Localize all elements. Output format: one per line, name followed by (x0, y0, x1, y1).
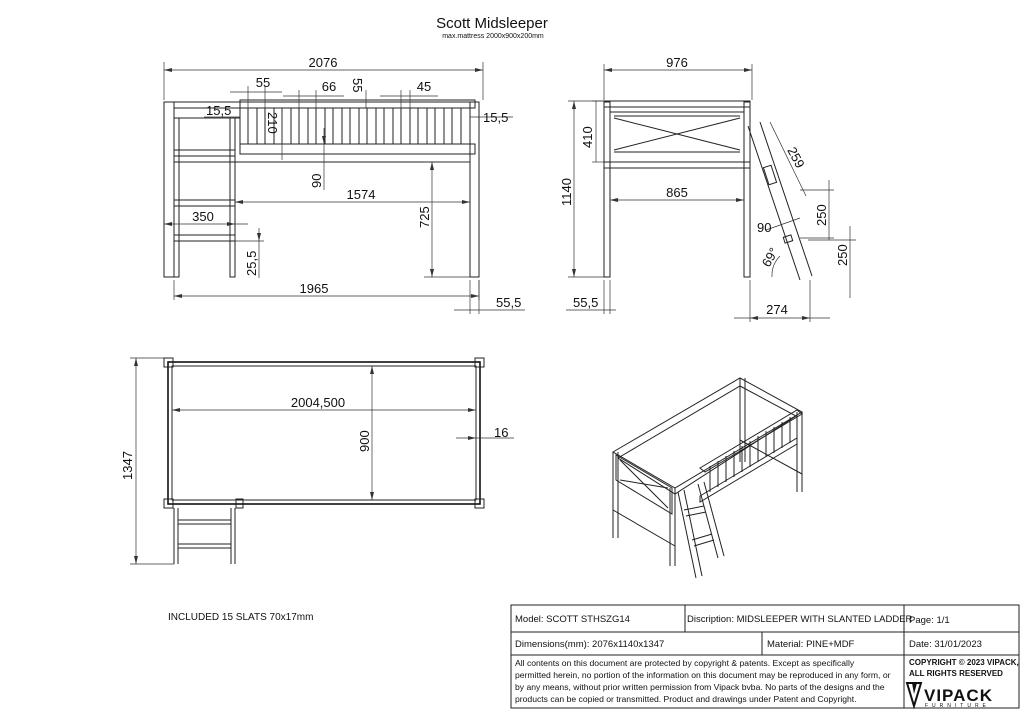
dim-label-1574: 1574 (347, 187, 376, 202)
ladder-rail-left (173, 117, 180, 278)
dim-label-45: 45 (417, 79, 431, 94)
dim-label-55-a: 55 (256, 75, 270, 90)
dim-leg-offset-side: 55,5 (566, 280, 616, 314)
dim-rail-height: 210 (265, 108, 283, 160)
dim-floor-span: 1965 (173, 280, 480, 300)
tb-page: Page: 1/1 (909, 615, 950, 626)
dim-label-66: 66 (322, 79, 336, 94)
tb-material: Material: PINE+MDF (767, 639, 855, 650)
tb-legal-line-1: All contents on this document are protec… (515, 658, 855, 668)
dim-inner-depth: 865 (610, 185, 744, 202)
tb-date: Date: 31/01/2023 (909, 639, 982, 650)
plan-view: 1347 2004,500 900 16 (120, 357, 514, 565)
dim-inner-span: 1574 (235, 187, 470, 204)
dim-label-250-lower: 250 (835, 244, 850, 266)
vipack-logo: VIPACK FURNITURE (905, 682, 993, 709)
dim-mattress-length: 2004,500 (172, 395, 476, 412)
dim-label-15-5-left: 15,5 (206, 103, 231, 118)
dim-label-725: 725 (417, 206, 432, 228)
dim-under-height: 725 (417, 161, 470, 278)
dim-label-55-5-side: 55,5 (573, 295, 598, 310)
dim-label-210: 210 (265, 112, 280, 134)
dim-label-25-5: 25,5 (244, 251, 259, 276)
vipack-logo-subtext: FURNITURE (925, 703, 990, 709)
dim-label-865: 865 (666, 185, 688, 200)
tb-model: Model: SCOTT STHSZG14 (515, 614, 630, 625)
tb-legal-line-4: products can be copied or transmitted. P… (515, 694, 857, 704)
dim-bar-height: 90 (309, 128, 326, 190)
dim-label-15-5-right: 15,5 (483, 110, 508, 125)
tb-legal-line-3: by any means, without prior written perm… (515, 682, 885, 692)
dim-label-410: 410 (580, 126, 595, 148)
front-right-post (469, 101, 480, 278)
dim-slat-gap-2: 66 (283, 79, 344, 108)
dim-label-259: 259 (784, 144, 807, 170)
dim-label-350: 350 (192, 209, 214, 224)
dim-mattress-width: 900 (357, 366, 374, 500)
dim-slat-width: 45 (380, 79, 438, 108)
dim-overall-depth: 976 (603, 55, 753, 100)
tb-dimensions: Dimensions(mm): 2076x1140x1347 (515, 639, 664, 650)
dim-overall-width: 2076 (163, 55, 484, 100)
dim-label-90-front: 90 (309, 174, 324, 188)
tb-legal-line-2: permitted herein, no portion of the info… (515, 670, 891, 680)
drawing-title: Scott Midsleeper (436, 15, 548, 32)
dim-label-274: 274 (766, 302, 788, 317)
dim-step-spacing-upper: 250 (800, 180, 834, 240)
dim-label-55-b: 55 (350, 78, 365, 92)
drawing-subtitle: max.mattress 2000x900x200mm (442, 33, 544, 40)
side-right-post (743, 101, 751, 278)
dim-leg-offset-front: 55,5 (454, 280, 525, 314)
isometric-view (612, 377, 804, 579)
guard-bottom-rail (239, 143, 476, 155)
dim-post-offset: 16 (456, 425, 514, 440)
title-block: Model: SCOTT STHSZG14 Discription: MIDSL… (510, 604, 1020, 709)
side-left-post (603, 101, 611, 278)
dim-label-69-deg: 69° (759, 245, 782, 270)
dim-ladder-angle: 69° (759, 245, 782, 278)
dim-total-length: 1347 (120, 357, 174, 565)
dim-total-height: 1140 (559, 100, 604, 278)
tb-copyright-2: ALL RIGHTS RESERVED (909, 669, 1003, 678)
front-view: 2076 55 66 55 45 1 (163, 55, 525, 314)
dim-label-2004-500: 2004,500 (291, 395, 345, 410)
dim-step-spacing-lower: 250 (808, 226, 856, 298)
dim-rail-offset-right: 15,5 (470, 110, 513, 125)
dim-label-2076: 2076 (309, 55, 338, 70)
side-ladder (747, 121, 813, 281)
dim-ladder-length: 259 (769, 121, 808, 197)
tb-copyright-1: COPYRIGHT © 2023 VIPACK, (909, 658, 1019, 667)
dim-ladder-width: 350 (164, 209, 248, 226)
dim-rail-offset-left: 15,5 (204, 103, 240, 118)
vipack-logo-text: VIPACK (924, 686, 993, 705)
tb-description: Discription: MIDSLEEPER WITH SLANTED LAD… (687, 614, 913, 625)
dim-label-1965: 1965 (300, 281, 329, 296)
dim-label-250-upper: 250 (814, 204, 829, 226)
dim-label-16: 16 (494, 425, 508, 440)
dim-label-976: 976 (666, 55, 688, 70)
guard-top-rail (239, 99, 476, 109)
slats-note: INCLUDED 15 SLATS 70x17mm (168, 612, 313, 623)
dim-slat-gap-3: 55 (350, 78, 367, 108)
ladder-rail-right (229, 117, 236, 278)
drawing-header: Scott Midsleeper max.mattress 2000x900x2… (436, 15, 548, 40)
dim-ladder-foot: 274 (734, 280, 830, 322)
plan-ladder (173, 508, 236, 564)
dim-label-55-5-front: 55,5 (496, 295, 521, 310)
dim-foot-height: 25,5 (235, 228, 264, 278)
plan-frame (167, 361, 481, 505)
dim-guard-height: 410 (580, 100, 604, 163)
dim-label-900: 900 (357, 430, 372, 452)
dim-slat-gap-1: 55 (230, 75, 282, 108)
iso-guard-slats (709, 417, 791, 492)
iso-ladder (677, 481, 725, 579)
side-guard-panel (609, 111, 745, 163)
dim-label-1347: 1347 (120, 451, 135, 480)
side-view: 976 410 1140 865 259 (559, 55, 856, 322)
dim-step-angle: 90 (757, 217, 801, 235)
dim-label-1140: 1140 (559, 178, 574, 206)
dim-label-90-side: 90 (757, 220, 771, 235)
front-left-post (163, 101, 175, 278)
